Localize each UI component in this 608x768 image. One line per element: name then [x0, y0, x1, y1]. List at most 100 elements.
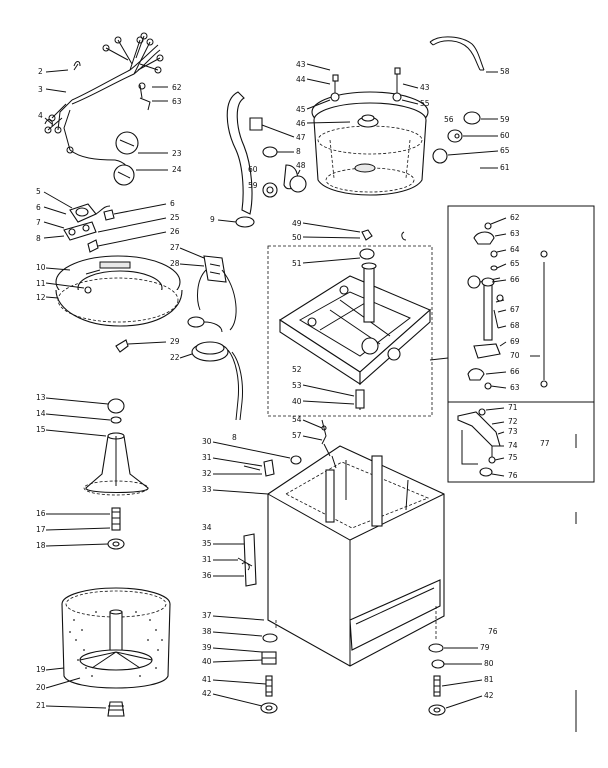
label-76-box: 76	[508, 471, 518, 480]
label-34: 34	[202, 523, 212, 532]
agitator-basket-group	[61, 398, 171, 717]
label-70: 70	[510, 351, 520, 360]
label-30: 30	[202, 437, 212, 446]
label-42-right: 42	[484, 691, 494, 700]
label-6: 6	[36, 203, 41, 212]
label-38: 38	[202, 627, 212, 636]
label-50: 50	[292, 233, 302, 242]
label-59-left: 59	[248, 181, 258, 190]
label-77: 77	[540, 439, 550, 448]
label-37: 37	[202, 611, 212, 620]
label-2: 2	[38, 67, 43, 76]
label-14: 14	[36, 409, 46, 418]
label-31-a: 31	[202, 453, 212, 462]
labels-lid: 5 6 7 8 6 25 26 27 28 10 11 12 29 22	[36, 187, 205, 362]
label-11: 11	[36, 279, 46, 288]
label-52: 52	[292, 365, 302, 374]
label-5: 5	[36, 187, 41, 196]
label-57: 57	[292, 431, 302, 440]
label-27: 27	[170, 243, 180, 252]
label-45: 45	[296, 105, 306, 114]
label-51: 51	[292, 259, 302, 268]
label-60-left: 60	[248, 165, 258, 174]
label-7: 7	[36, 218, 41, 227]
label-6-right: 6	[170, 199, 175, 208]
label-39: 39	[202, 643, 212, 652]
label-71: 71	[508, 403, 518, 412]
label-28: 28	[170, 259, 180, 268]
label-3: 3	[38, 85, 43, 94]
labels-agitator: 13 14 15 16 17 18 19 20 21	[36, 393, 111, 710]
label-65-tub: 65	[500, 146, 510, 155]
label-35: 35	[202, 539, 212, 548]
label-46: 46	[296, 119, 306, 128]
label-8-tub: 8	[296, 147, 301, 156]
label-44: 44	[296, 75, 306, 84]
label-62: 62	[510, 213, 520, 222]
label-61: 61	[500, 163, 510, 172]
label-19: 19	[36, 665, 46, 674]
label-79: 79	[480, 643, 490, 652]
label-31-b: 31	[202, 555, 212, 564]
label-36: 36	[202, 571, 212, 580]
fill-hose	[226, 91, 253, 215]
lid-switch-group	[55, 203, 243, 421]
label-53: 53	[292, 381, 302, 390]
label-23: 23	[172, 149, 182, 158]
label-72: 72	[508, 417, 518, 426]
labels-harness: 2 3 4 62 63 23 24	[38, 67, 182, 174]
label-41: 41	[202, 675, 212, 684]
label-4: 4	[38, 111, 43, 120]
label-73: 73	[508, 427, 518, 436]
label-55: 55	[420, 99, 430, 108]
labels-suspension: 62 63 64 65 66 67 68 69 70 66 63	[485, 213, 540, 392]
label-22: 22	[170, 353, 180, 362]
cabinet-group	[237, 419, 446, 716]
label-66-b: 66	[510, 367, 520, 376]
transmission-group	[267, 229, 433, 417]
label-13: 13	[36, 393, 46, 402]
label-59: 59	[500, 115, 510, 124]
wire-harness-group	[44, 32, 164, 186]
agitator-cap	[107, 398, 125, 414]
label-8-cab: 8	[232, 433, 237, 442]
label-25: 25	[170, 213, 180, 222]
label-54: 54	[292, 415, 302, 424]
label-49: 49	[292, 219, 302, 228]
suspension-parts-box	[447, 205, 595, 403]
label-67: 67	[510, 305, 520, 314]
outer-tub-assembly	[226, 36, 485, 228]
agitator	[85, 432, 149, 493]
label-9: 9	[210, 215, 215, 224]
label-81: 81	[484, 675, 494, 684]
label-68: 68	[510, 321, 520, 330]
bracket-parts-box	[447, 401, 595, 483]
label-17: 17	[36, 525, 46, 534]
label-47: 47	[296, 133, 306, 142]
label-8-lid: 8	[36, 234, 41, 243]
drain-hose	[429, 36, 485, 71]
label-15: 15	[36, 425, 46, 434]
label-43-a: 43	[296, 60, 306, 69]
label-58: 58	[500, 67, 510, 76]
label-63-top: 63	[172, 97, 182, 106]
label-63: 63	[510, 229, 520, 238]
label-60: 60	[500, 131, 510, 140]
label-48: 48	[296, 161, 306, 170]
label-12: 12	[36, 293, 46, 302]
label-18: 18	[36, 541, 46, 550]
label-74: 74	[508, 441, 518, 450]
label-40-trans: 40	[292, 397, 302, 406]
label-24: 24	[172, 165, 182, 174]
label-76: 76	[488, 627, 498, 636]
label-43-b: 43	[420, 83, 430, 92]
labels-bracket: 71 72 73 74 75 76 77	[485, 403, 550, 480]
label-69: 69	[510, 337, 520, 346]
label-42-left: 42	[202, 689, 212, 698]
label-65: 65	[510, 259, 520, 268]
label-56: 56	[444, 115, 454, 124]
label-40: 40	[202, 657, 212, 666]
label-10: 10	[36, 263, 46, 272]
labels-cabinet: 8 30 31 32 33 34 35 31 36 37 38 39 40 41…	[202, 433, 498, 709]
